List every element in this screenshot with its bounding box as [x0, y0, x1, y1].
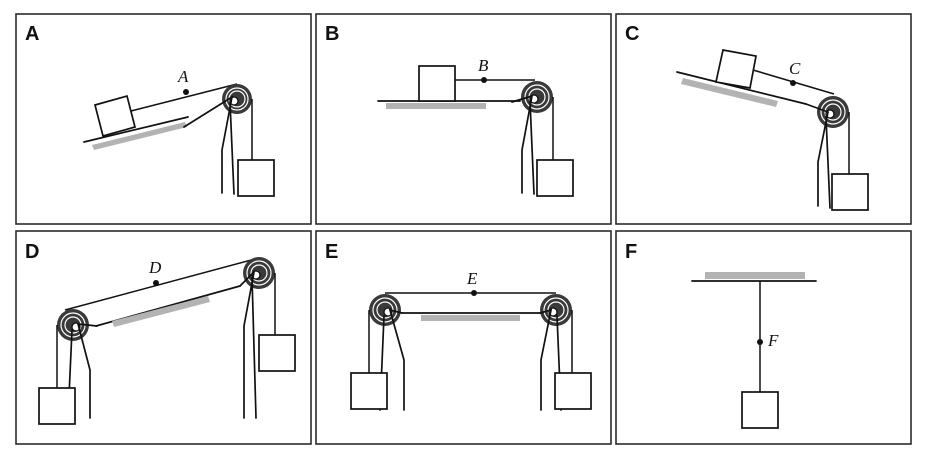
panel-b-label: B: [325, 23, 339, 45]
panel-d: D D: [15, 230, 312, 445]
panel-e-label: E: [325, 241, 338, 263]
sliding-block: [93, 94, 137, 138]
hanging-mass: [831, 173, 869, 211]
pulley: [222, 84, 252, 114]
panel-f-label: F: [625, 241, 637, 263]
surface-shading: [92, 122, 187, 150]
rope: [64, 258, 256, 311]
point-marker: [757, 339, 763, 345]
surface-shading: [421, 315, 520, 321]
left-pulley-bracket: [76, 323, 98, 419]
right-pulley: [540, 294, 572, 326]
point-marker: [481, 77, 487, 83]
panel-f: F F: [615, 230, 912, 445]
pulley: [521, 81, 553, 113]
panel-d-label: D: [25, 241, 39, 263]
point-marker: [153, 280, 159, 286]
point-label: E: [466, 269, 478, 288]
panel-c-label: C: [625, 23, 639, 45]
point-label: F: [767, 331, 779, 350]
hanging-mass: [741, 391, 779, 429]
point-marker: [790, 80, 796, 86]
panel-b: B B: [315, 13, 612, 225]
panel-e: E E: [315, 230, 612, 445]
hanging-mass: [536, 159, 574, 197]
sliding-block: [714, 49, 757, 89]
surface-shading: [112, 296, 210, 327]
panel-e-frame: [315, 230, 612, 445]
surface-shading: [681, 78, 778, 107]
pulley-bracket-edge: [229, 101, 235, 195]
left-hanging-mass: [350, 372, 388, 410]
point-label: B: [478, 56, 489, 75]
ceiling-shading: [705, 272, 805, 279]
sliding-block: [418, 65, 456, 102]
right-pulley-bracket: [539, 308, 553, 411]
point-marker: [183, 89, 189, 95]
point-marker: [471, 290, 477, 296]
left-pulley: [369, 294, 401, 326]
left-hanging-mass: [38, 387, 76, 425]
decline-surface: [676, 71, 807, 105]
pulley-bracket: [511, 94, 534, 194]
right-pulley-bracket-edge: [251, 276, 257, 419]
left-pulley-bracket: [388, 308, 405, 411]
incline-surface: [83, 116, 189, 143]
panel-a-label: A: [25, 23, 39, 45]
point-label: A: [177, 67, 189, 86]
point-label: C: [789, 59, 801, 78]
right-hanging-mass: [258, 334, 296, 372]
point-label: D: [148, 258, 162, 277]
panel-c: C C: [615, 13, 912, 225]
pulley-bracket: [805, 103, 829, 207]
pulley-bracket: [183, 95, 234, 194]
right-pulley-bracket: [239, 269, 256, 419]
panel-a: A A: [15, 13, 312, 225]
rope: [130, 83, 238, 112]
surface-shading: [386, 103, 486, 109]
right-pulley: [243, 257, 275, 289]
hanging-mass: [237, 159, 275, 197]
pulley-bracket-edge: [529, 100, 535, 195]
right-hanging-mass: [554, 372, 592, 410]
pulley-bracket-edge: [825, 116, 831, 209]
pulley: [817, 96, 849, 128]
